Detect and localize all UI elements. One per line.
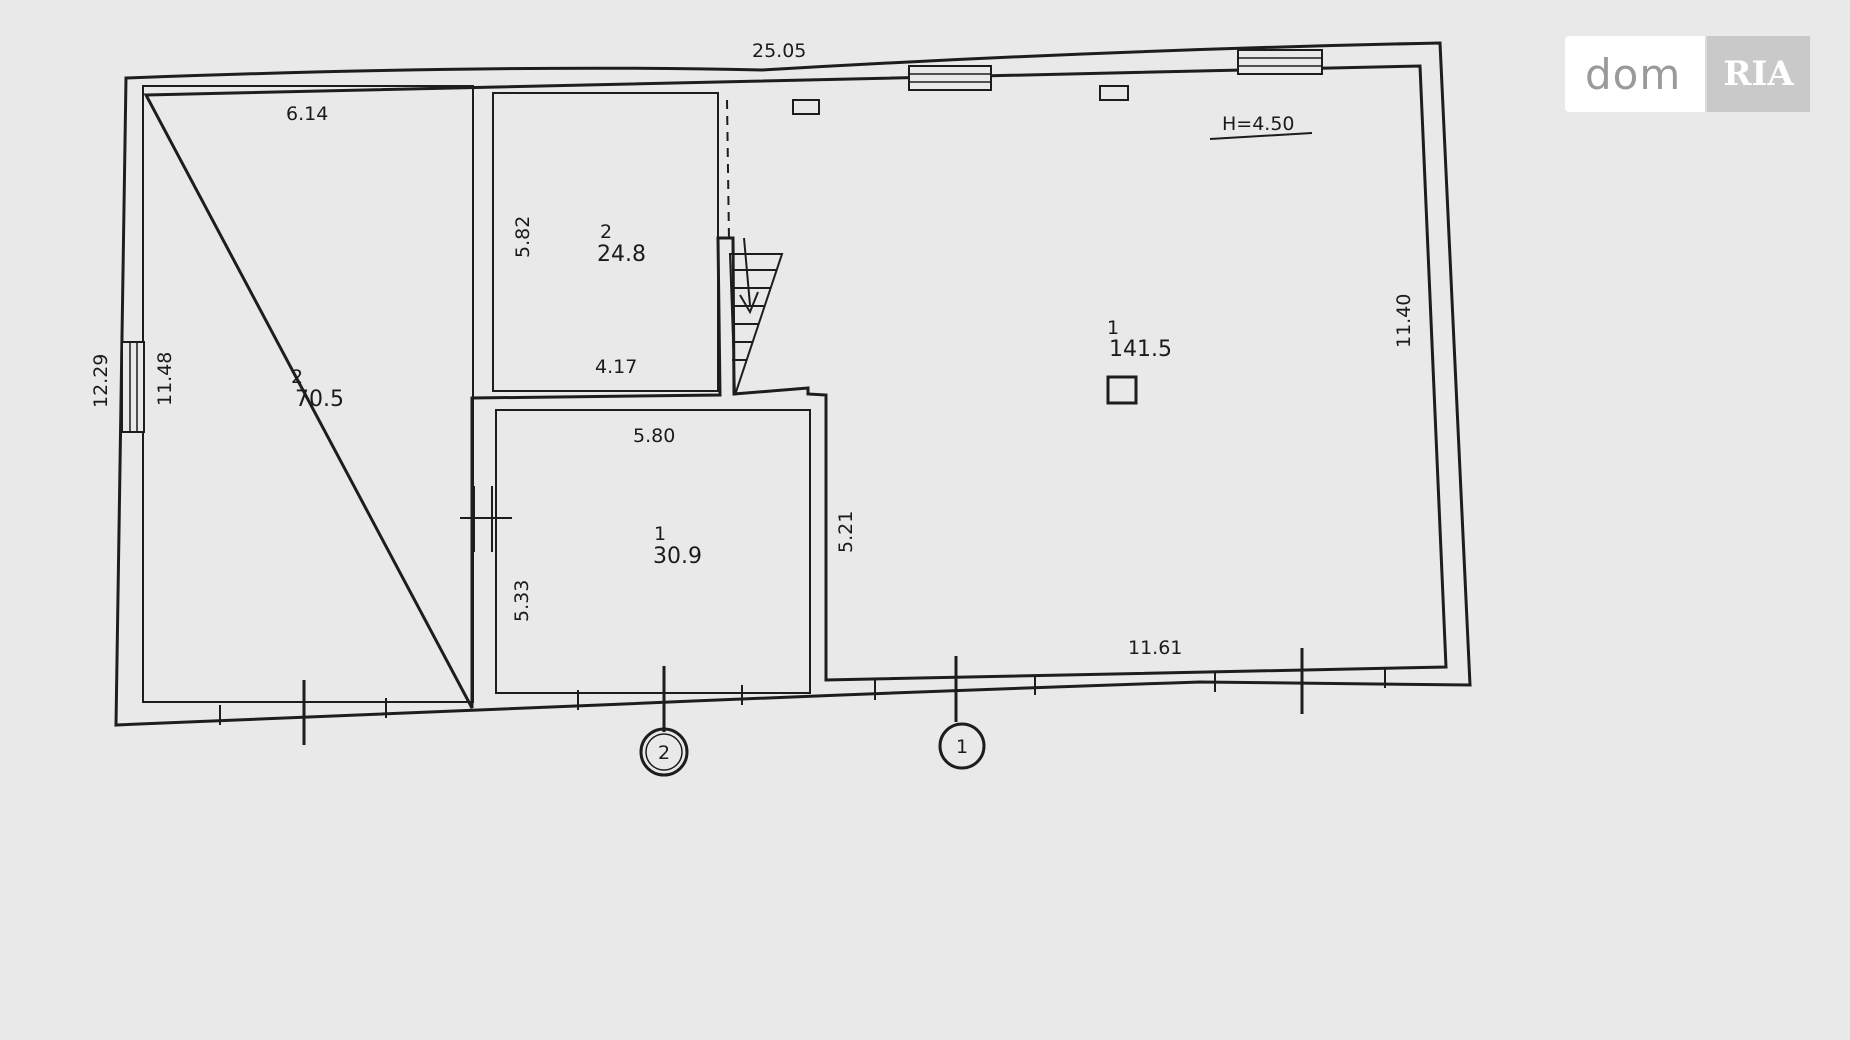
window-top-2 xyxy=(1237,49,1323,75)
dashed-partition xyxy=(726,99,730,241)
hall-height-dim: 11.40 xyxy=(1393,294,1415,348)
room-30-area: 30.9 xyxy=(653,544,702,569)
room-30-outline xyxy=(495,409,811,694)
hall-side-dim: 5.21 xyxy=(835,511,857,553)
axis-label-1: 1 xyxy=(956,736,968,758)
room-24-height-dim: 5.82 xyxy=(512,216,534,258)
ceiling-height-note: H=4.50 xyxy=(1209,113,1313,140)
room-30-number: 1 xyxy=(654,523,666,545)
bottom-wall-openings xyxy=(219,668,1386,725)
staircase xyxy=(728,237,784,396)
watermark-dom-text: dom xyxy=(1585,49,1682,99)
axis-ticks xyxy=(302,648,1304,745)
room-24-width-dim: 4.17 xyxy=(595,356,637,378)
axis-marker-2: 2 xyxy=(639,727,689,777)
door-left-middle xyxy=(460,486,512,552)
room-30-height-dim: 5.33 xyxy=(511,580,533,622)
axis-marker-1: 1 xyxy=(938,722,986,770)
room-70-area: 70.5 xyxy=(295,387,344,412)
watermark-separator xyxy=(1705,36,1707,112)
outer-wall-outer-line xyxy=(114,41,1472,727)
dom-ria-watermark: dom RIA xyxy=(1565,36,1810,112)
column-symbol xyxy=(1106,375,1138,405)
overall-width-dim: 25.05 xyxy=(752,40,806,62)
room-24-area: 24.8 xyxy=(597,242,646,267)
hall-area: 141.5 xyxy=(1109,337,1172,362)
watermark-ria-logo: RIA xyxy=(1707,36,1810,112)
room-70-number: 2 xyxy=(291,366,303,388)
left-wall-dim: 12.29 xyxy=(90,354,112,408)
room-24-number: 2 xyxy=(600,221,612,243)
window-top-1 xyxy=(908,65,992,91)
ceiling-height-label: H=4.50 xyxy=(1222,113,1295,135)
outer-wall-inner-line xyxy=(143,64,1448,709)
room-70-width-dim: 6.14 xyxy=(286,103,328,125)
room-24-outline xyxy=(492,92,719,392)
vent-1 xyxy=(792,99,820,115)
window-left xyxy=(121,341,145,433)
axis-label-2: 2 xyxy=(658,742,670,764)
room-30-width-dim: 5.80 xyxy=(633,425,675,447)
room-70-height-dim: 11.48 xyxy=(154,352,176,406)
hall-number: 1 xyxy=(1107,317,1119,339)
vent-2 xyxy=(1099,85,1129,101)
hall-width-dim: 11.61 xyxy=(1128,637,1182,659)
